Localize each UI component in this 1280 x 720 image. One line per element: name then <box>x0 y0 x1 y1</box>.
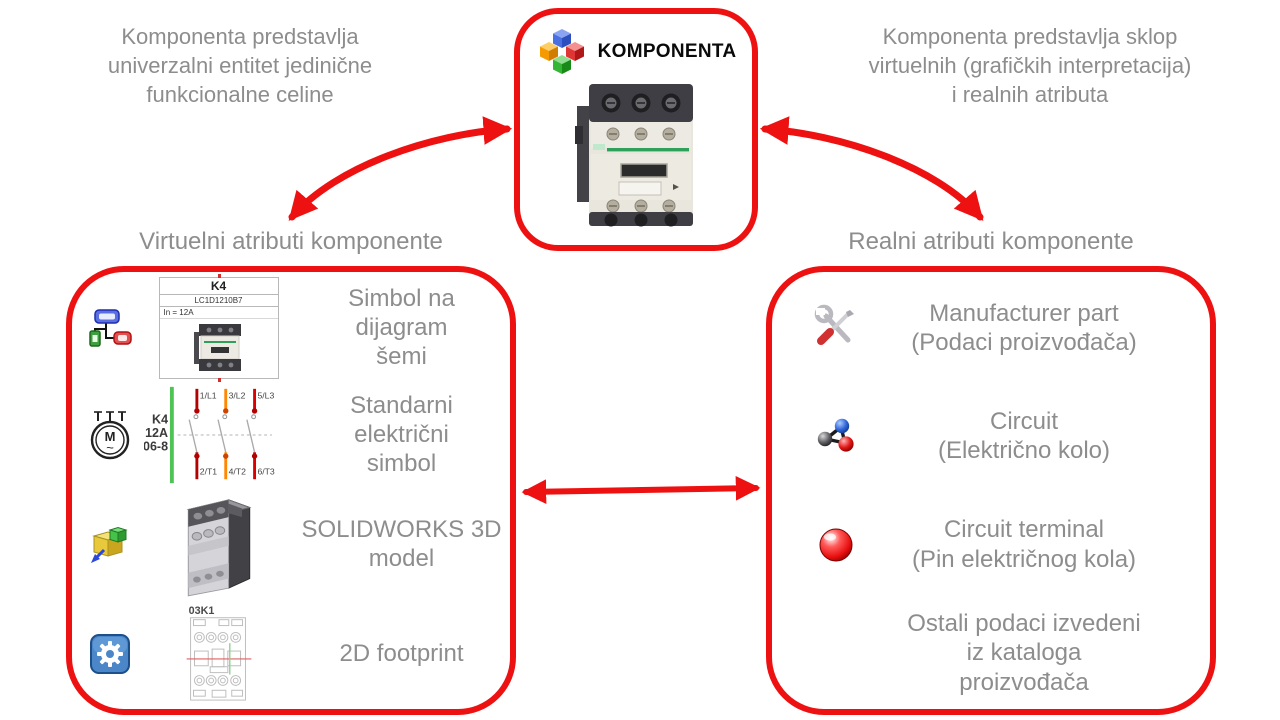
note-line: funkcionalne celine <box>146 82 334 108</box>
svg-text:4/T2: 4/T2 <box>228 466 245 476</box>
motor-symbol-icon: M ~ <box>90 410 130 459</box>
virtual-attributes-header: Virtuelni atributi komponente <box>139 228 443 255</box>
real-row-circuit-terminal: Circuit terminal (Pin električnog kola) <box>794 491 1170 599</box>
red-sphere-icon <box>819 528 853 562</box>
virtual-label-3d-model: SOLIDWORKS 3D model <box>301 515 502 572</box>
virtual-row-2d-footprint: 03K1 <box>84 600 502 707</box>
arrow-center-to-virtual <box>288 116 513 221</box>
real-row-other-data: Ostali podaci izvedeni iz kataloga proiz… <box>794 599 1170 707</box>
komponenta-title: KOMPONENTA <box>597 41 737 62</box>
note-left: Komponenta predstavlja univerzalni entit… <box>28 22 452 109</box>
virtual-row-symbol: K4 LC1D1210B7 In = 12A <box>84 273 502 382</box>
komponenta-box: KOMPONENTA <box>514 8 758 251</box>
real-label-other-data: Ostali podaci izvedeni iz kataloga proiz… <box>907 609 1141 696</box>
symbol-preview-table: K4 LC1D1210B7 In = 12A <box>158 273 279 382</box>
real-row-manufacturer-part: Manufacturer part (Podaci proizvođača) <box>794 274 1170 382</box>
svg-text:03K1: 03K1 <box>188 604 214 616</box>
contactor-photo <box>575 84 693 227</box>
svg-text:M: M <box>105 429 116 444</box>
note-line: virtuelnih (grafičkih interpretacija) <box>868 53 1192 79</box>
svg-text:5/L3: 5/L3 <box>257 390 274 400</box>
komponenta-header: KOMPONENTA <box>536 26 737 78</box>
note-line: Komponenta predstavlja sklop <box>882 24 1178 49</box>
note-right: Komponenta predstavlja sklop virtuelnih … <box>798 22 1262 109</box>
virtual-label-electrical-symbol: Standarni električni simbol <box>350 391 453 478</box>
molecule-icon <box>817 419 854 452</box>
real-label-circuit-terminal: Circuit terminal (Pin električnog kola) <box>911 516 1137 573</box>
virtual-row-3d-model: SOLIDWORKS 3D model <box>84 488 502 600</box>
virtual-row-electrical-symbol: M ~ K4 12A 06-8 1/L1 <box>84 381 502 488</box>
solidworks-icon <box>91 526 128 563</box>
virtual-label-symbol: Simbol na dijagram šemi <box>348 284 455 371</box>
arrow-center-to-real <box>759 116 984 221</box>
symbol-rating: In = 12A <box>159 307 278 319</box>
real-label-manufacturer-part: Manufacturer part (Podaci proizvođača) <box>911 299 1137 357</box>
real-attributes-header: Realni atributi komponente <box>848 228 1134 255</box>
virtual-attributes-box: K4 LC1D1210B7 In = 12A <box>66 266 516 715</box>
symbol-ref: K4 <box>159 278 278 295</box>
svg-text:~: ~ <box>106 440 114 455</box>
real-attributes-box: Manufacturer part (Podaci proizvođača) <box>766 266 1216 715</box>
note-line: Komponenta predstavlja <box>121 24 359 49</box>
arrow-virtual-to-real <box>521 476 761 504</box>
svg-text:6/T3: 6/T3 <box>257 466 274 476</box>
electrical-symbol-drawing: K4 12A 06-8 1/L1 2/T1 3/L2 <box>144 386 274 483</box>
svg-text:2/T1: 2/T1 <box>199 466 216 476</box>
colored-cubes-icon <box>539 29 584 74</box>
virtual-label-2d-footprint: 2D footprint <box>339 639 464 667</box>
symbol-part-number: LC1D1210B7 <box>159 295 278 307</box>
svg-text:1/L1: 1/L1 <box>199 390 216 400</box>
real-row-circuit: Circuit (Električno kolo) <box>794 382 1170 490</box>
tools-icon <box>814 304 854 346</box>
3d-model-drawing <box>186 499 251 597</box>
svg-text:06-8: 06-8 <box>144 439 168 453</box>
svg-text:12A: 12A <box>145 425 168 439</box>
diagram-hierarchy-icon <box>89 308 132 347</box>
svg-text:K4: K4 <box>152 412 168 426</box>
svg-text:3/L2: 3/L2 <box>228 390 245 400</box>
note-line: univerzalni entitet jedinične <box>107 53 373 79</box>
note-line: i realnih atributa <box>951 82 1109 108</box>
real-label-circuit: Circuit (Električno kolo) <box>937 408 1111 465</box>
footprint-drawing: 03K1 <box>186 604 251 701</box>
gear-icon <box>90 633 130 674</box>
symbol-contactor-thumbnail <box>160 319 278 378</box>
